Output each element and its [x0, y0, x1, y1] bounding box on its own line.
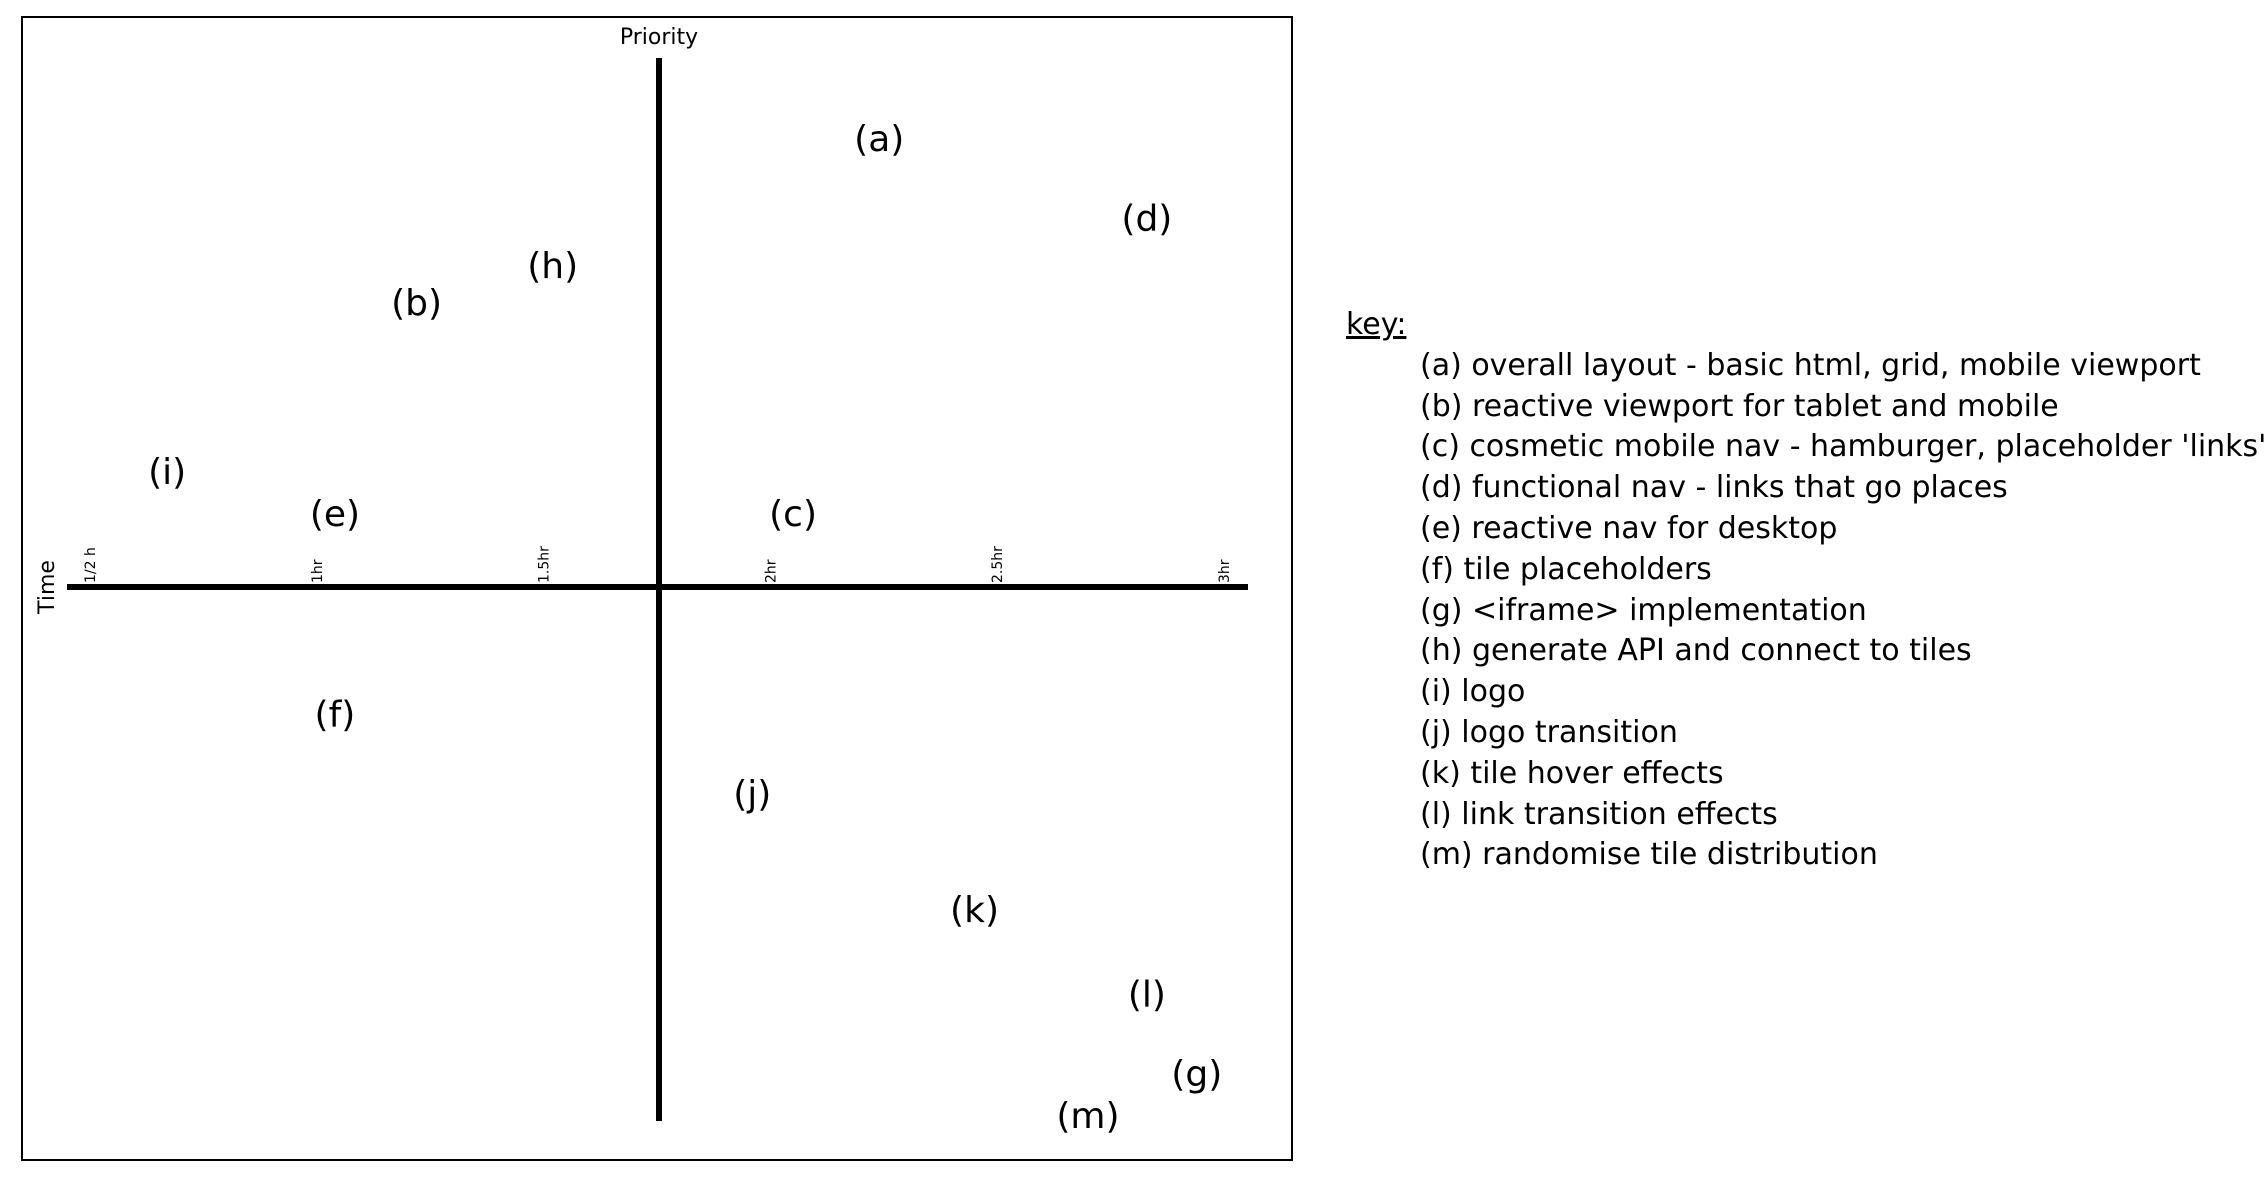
- x-tick-label: 2.5hr: [990, 546, 1006, 583]
- x-tick-labels: 1/2 h 1hr 1.5hr 2hr 2.5hr 3hr: [83, 546, 1233, 583]
- point-label: (i): [148, 452, 186, 493]
- point-label: (b): [391, 283, 442, 324]
- x-tick-label: 2hr: [763, 559, 779, 583]
- key-list: (a) overall layout - basic html, grid, m…: [1346, 346, 2266, 876]
- key-item: (i) logo: [1420, 674, 1526, 710]
- y-axis-label: Priority: [620, 25, 698, 50]
- point-label: (k): [950, 890, 999, 931]
- key-item: (e) reactive nav for desktop: [1420, 510, 1838, 546]
- key-item: (b) reactive viewport for tablet and mob…: [1420, 388, 2059, 424]
- key-item: (j) logo transition: [1420, 714, 1678, 750]
- point-label: (h): [527, 246, 578, 287]
- key-item: (d) functional nav - links that go place…: [1420, 470, 2008, 506]
- x-tick-label: 3hr: [1217, 559, 1233, 583]
- key-item: (a) overall layout - basic html, grid, m…: [1420, 347, 2201, 383]
- key-item: (l) link transition effects: [1420, 796, 1778, 832]
- point-labels: (a) (b) (c) (d) (e) (f) (g) (h) (i) (j) (k) (l) (m): [148, 119, 1222, 1137]
- x-tick-label: 1.5hr: [537, 546, 553, 583]
- point-label: (m): [1056, 1096, 1119, 1137]
- x-tick-label: 1/2 h: [83, 547, 99, 583]
- point-label: (f): [315, 695, 356, 736]
- point-label: (l): [1128, 975, 1166, 1016]
- key-item: (k) tile hover effects: [1420, 755, 1724, 791]
- key-item: (f) tile placeholders: [1420, 551, 1712, 587]
- key-legend: key: (a) overall layout - basic html, gr…: [1346, 305, 2266, 876]
- point-label: (d): [1121, 198, 1172, 239]
- point-label: (j): [733, 774, 771, 815]
- point-label: (g): [1171, 1054, 1222, 1095]
- point-label: (e): [310, 494, 360, 535]
- x-axis-label: Time: [35, 560, 60, 615]
- key-item: (c) cosmetic mobile nav - hamburger, pla…: [1420, 429, 2266, 465]
- point-label: (c): [769, 494, 817, 535]
- point-label: (a): [854, 119, 904, 160]
- key-title: key:: [1346, 307, 1407, 342]
- key-item: (m) randomise tile distribution: [1420, 837, 1878, 873]
- x-tick-label: 1hr: [310, 559, 326, 583]
- key-item: (h) generate API and connect to tiles: [1420, 633, 1972, 669]
- chart-frame: [21, 16, 1293, 1161]
- key-item: (g) <iframe> implementation: [1420, 592, 1867, 628]
